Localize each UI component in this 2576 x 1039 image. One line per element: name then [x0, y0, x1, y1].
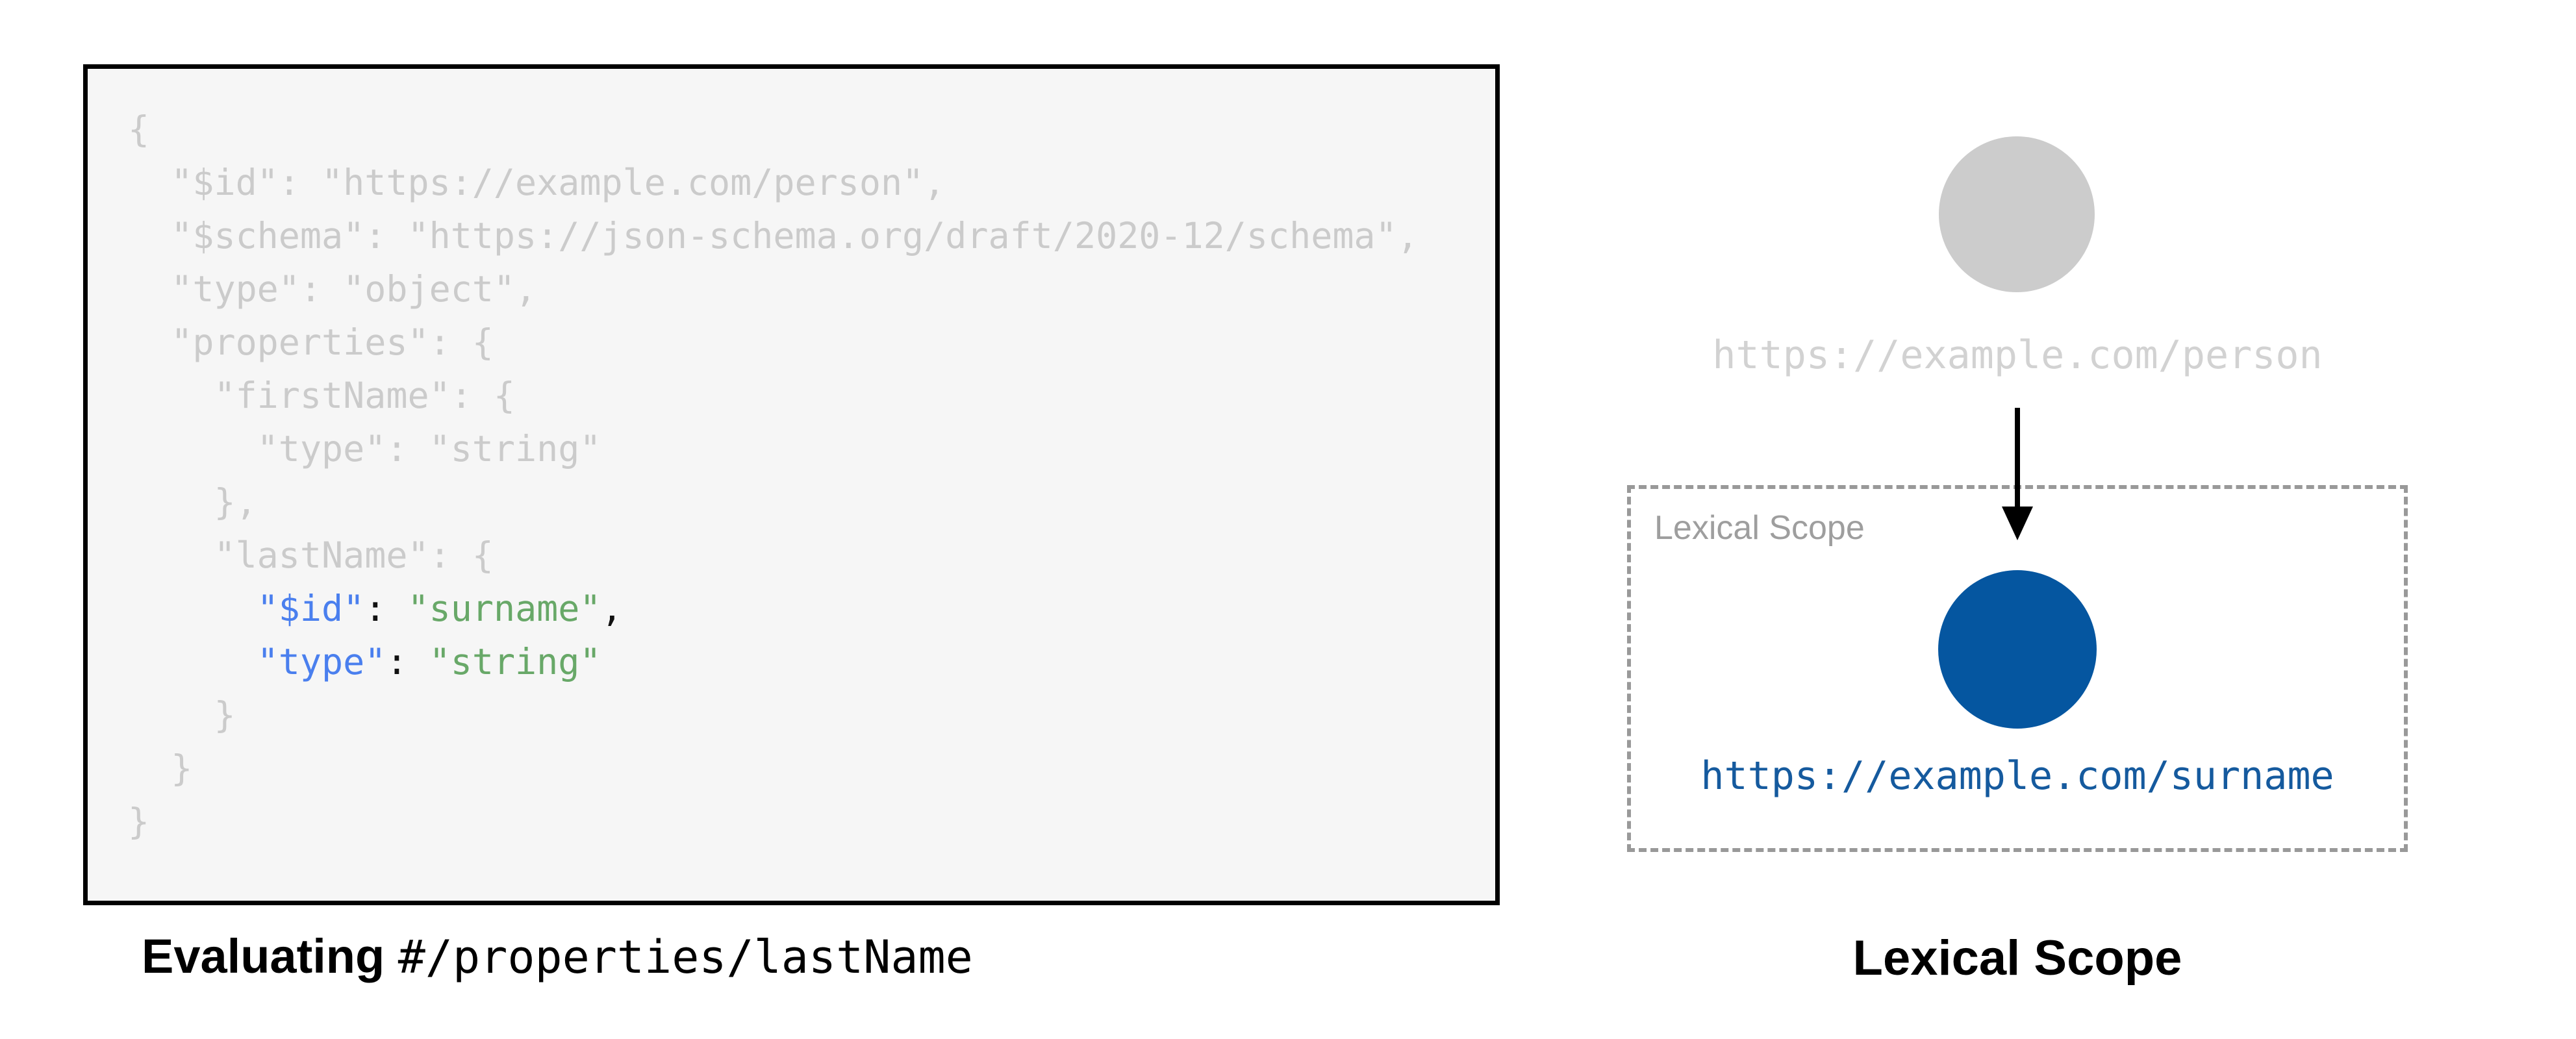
code-line: "$schema": "https://json-schema.org/draf… [128, 215, 1419, 257]
code-line: "type": "object", [128, 268, 537, 310]
left-caption-bold: Evaluating [142, 929, 385, 983]
down-arrow-icon [2002, 408, 2033, 540]
child-schema-node [1938, 570, 2097, 729]
parent-schema-node [1939, 136, 2095, 292]
caption-space [385, 929, 398, 983]
code-line: "type": "string" [128, 428, 601, 469]
child-schema-uri: https://example.com/surname [1700, 753, 2334, 799]
code-line: "type": "string" [257, 641, 601, 682]
lexical-scope-box-label: Lexical Scope [1654, 509, 1865, 547]
code-line: }, [128, 481, 257, 523]
schema-code-panel: { "$id": "https://example.com/person", "… [83, 64, 1500, 905]
code-line: } [128, 694, 236, 736]
parent-schema-uri: https://example.com/person [1712, 332, 2323, 378]
code-line: "properties": { [128, 321, 494, 363]
code-line: { [128, 108, 150, 150]
code-line: "$id": "surname", [257, 588, 623, 629]
left-caption: Evaluating #/properties/lastName [142, 929, 973, 1000]
code-line: "$id": "https://example.com/person", [128, 162, 946, 203]
json-schema-code: { "$id": "https://example.com/person", "… [128, 103, 1419, 848]
code-line: } [128, 801, 150, 842]
code-line: "lastName": { [128, 534, 494, 576]
right-caption: Lexical Scope [1852, 931, 2182, 986]
code-line: "firstName": { [128, 375, 516, 416]
left-caption-pointer: #/properties/lastName [398, 931, 973, 984]
code-line: } [128, 747, 193, 789]
